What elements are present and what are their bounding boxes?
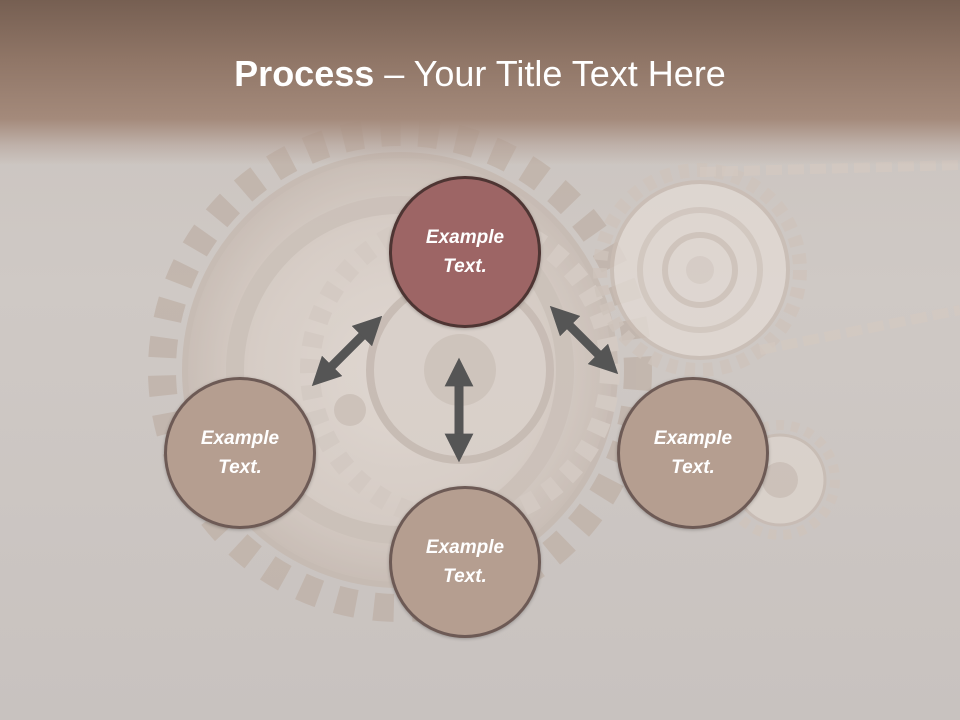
left-node-line1: Example xyxy=(200,428,280,449)
bottom-node-line2: Text. xyxy=(443,566,487,587)
center-node-line1: Example xyxy=(425,227,505,248)
bottom-node-line1: Example xyxy=(425,537,505,558)
header-bar xyxy=(0,0,960,165)
right-node-line1: Example xyxy=(653,428,733,449)
title-rest-part: – Your Title Text Here xyxy=(374,53,726,94)
center-node-line2: Text. xyxy=(443,256,487,277)
right-process-node: Example Text. xyxy=(617,377,769,529)
arrow-top-left xyxy=(311,315,383,387)
left-process-node: Example Text. xyxy=(164,377,316,529)
center-process-node: Example Text. xyxy=(389,176,541,328)
arrow-top-right xyxy=(549,305,619,375)
title-bold-part: Process xyxy=(234,53,375,94)
left-node-line2: Text. xyxy=(218,457,262,478)
bottom-process-node: Example Text. xyxy=(389,486,541,638)
right-node-line2: Text. xyxy=(671,457,715,478)
slide-title: Process – Your Title Text Here xyxy=(0,52,960,96)
chain-icon xyxy=(699,160,960,355)
